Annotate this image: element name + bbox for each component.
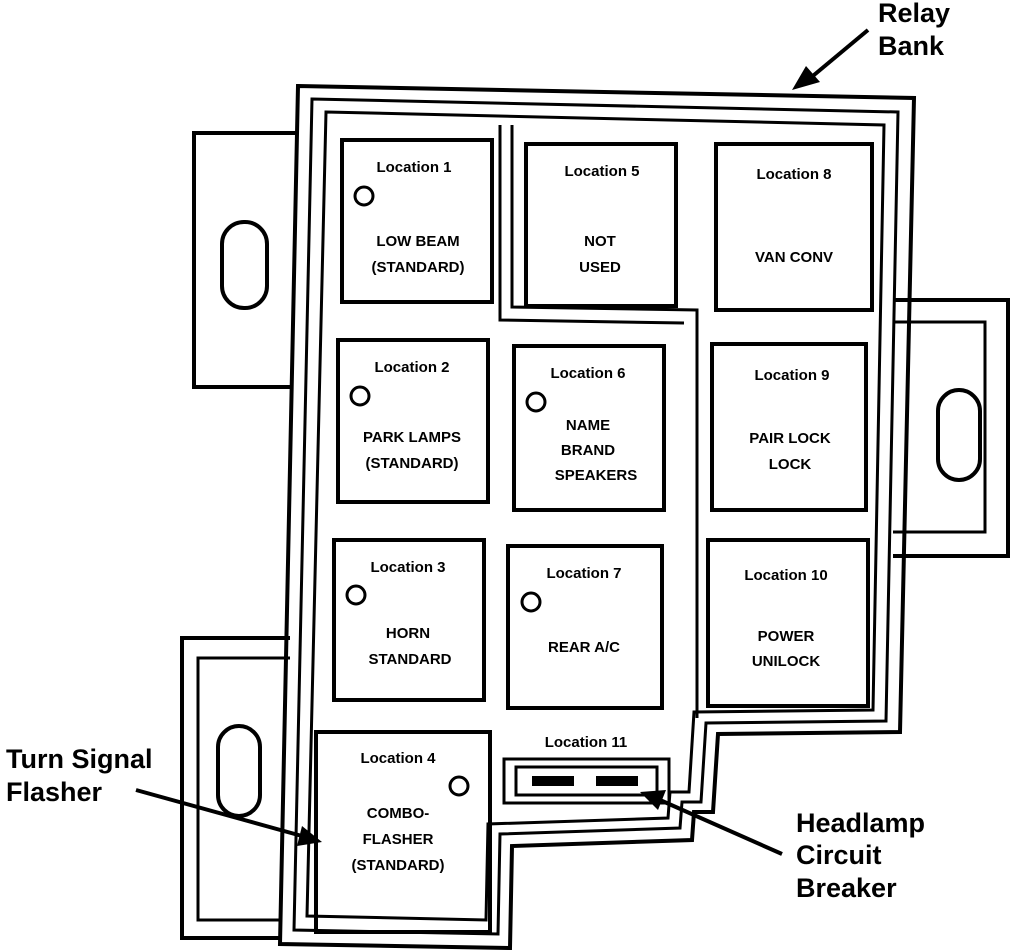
relay-location-4: Location 4 COMBO- FLASHER (STANDARD): [314, 730, 492, 934]
relay-location-title: Location 8: [756, 166, 831, 183]
circuit-breaker-location-11: [502, 757, 671, 805]
turn-signal-label-line1: Turn Signal: [6, 744, 153, 774]
relay-location-10: Location 10 POWER UNILOCK: [706, 538, 870, 708]
relay-function-label: POWER: [758, 628, 815, 645]
relay-function-label: VAN CONV: [755, 249, 833, 266]
relay-function-label: NAME: [566, 417, 610, 434]
relay-box: [512, 344, 666, 512]
relay-bank-label-line2: Bank: [878, 31, 945, 61]
terminal-circle-icon: [349, 385, 371, 407]
relay-box: [706, 538, 870, 708]
relay-location-6: Location 6 NAME BRAND SPEAKERS: [512, 344, 666, 512]
relay-function-label: (STANDARD): [371, 259, 464, 276]
relay-function-label: STANDARD: [368, 651, 451, 668]
terminal-circle-icon: [353, 185, 375, 207]
terminal-circle-icon: [525, 391, 547, 413]
mounting-tab-right: [893, 298, 1010, 558]
relay-function-label: LOCK: [769, 456, 812, 473]
relay-location-title: Location 11: [545, 734, 628, 751]
relay-function-label: REAR A/C: [548, 639, 620, 656]
relay-location-11: Location 11: [545, 734, 628, 751]
relay-location-2: Location 2 PARK LAMPS (STANDARD): [336, 338, 490, 504]
relay-function-label: (STANDARD): [365, 455, 458, 472]
relay-location-9: Location 9 PAIR LOCK LOCK: [710, 342, 868, 512]
relay-location-title: Location 3: [370, 559, 445, 576]
relay-function-label: BRAND: [561, 442, 615, 459]
relay-function-label: COMBO-: [367, 805, 430, 822]
terminal-circle-icon: [520, 591, 542, 613]
relay-function-label: LOW BEAM: [376, 233, 459, 250]
relay-location-title: Location 2: [374, 359, 449, 376]
callout-headlamp-circuit-breaker: Headlamp Circuit Breaker: [796, 808, 925, 903]
headlamp-label-line3: Breaker: [796, 873, 897, 903]
relay-bank-label-line1: Relay: [878, 0, 950, 28]
callout-turn-signal-flasher: Turn Signal Flasher: [6, 744, 153, 807]
relay-location-title: Location 6: [550, 365, 625, 382]
relay-location-3: Location 3 HORN STANDARD: [332, 538, 486, 702]
relay-location-7: Location 7 REAR A/C: [506, 544, 664, 710]
relay-box: [332, 538, 486, 702]
relay-location-8: Location 8 VAN CONV: [714, 142, 874, 312]
relay-location-title: Location 10: [744, 567, 827, 584]
relay-box: [714, 142, 874, 312]
relay-function-label: PAIR LOCK: [749, 430, 831, 447]
relay-function-label: FLASHER: [363, 831, 434, 848]
relay-location-5: Location 5 NOT USED: [524, 142, 678, 308]
relay-box: [710, 342, 868, 512]
mounting-tab-left-bottom: [180, 636, 290, 940]
relay-box: [506, 544, 664, 710]
terminal-circle-icon: [448, 775, 470, 797]
relay-location-title: Location 4: [360, 750, 436, 767]
relay-function-label: PARK LAMPS: [363, 429, 461, 446]
relay-function-label: HORN: [386, 625, 430, 642]
headlamp-label-line1: Headlamp: [796, 808, 925, 838]
turn-signal-label-line2: Flasher: [6, 777, 103, 807]
relay-location-title: Location 1: [376, 159, 451, 176]
relay-location-title: Location 7: [546, 565, 621, 582]
relay-location-title: Location 5: [564, 163, 639, 180]
relay-function-label: UNILOCK: [752, 653, 820, 670]
relay-function-label: (STANDARD): [351, 857, 444, 874]
relay-box: [340, 138, 494, 304]
relay-modules: Location 1 LOW BEAM (STANDARD) Location 2 PA…: [314, 138, 874, 934]
relay-box: [314, 730, 492, 934]
relay-location-title: Location 9: [754, 367, 829, 384]
mounting-tab-left-top: [192, 131, 298, 389]
callout-relay-bank: Relay Bank: [878, 0, 950, 61]
relay-function-label: SPEAKERS: [555, 467, 638, 484]
relay-function-label: NOT: [584, 233, 616, 250]
section-dividers: [498, 125, 699, 718]
relay-box: [336, 338, 490, 504]
relay-location-1: Location 1 LOW BEAM (STANDARD): [340, 138, 494, 304]
relay-box: [524, 142, 678, 308]
terminal-circle-icon: [345, 584, 367, 606]
relay-function-label: USED: [579, 259, 621, 276]
headlamp-label-line2: Circuit: [796, 840, 882, 870]
